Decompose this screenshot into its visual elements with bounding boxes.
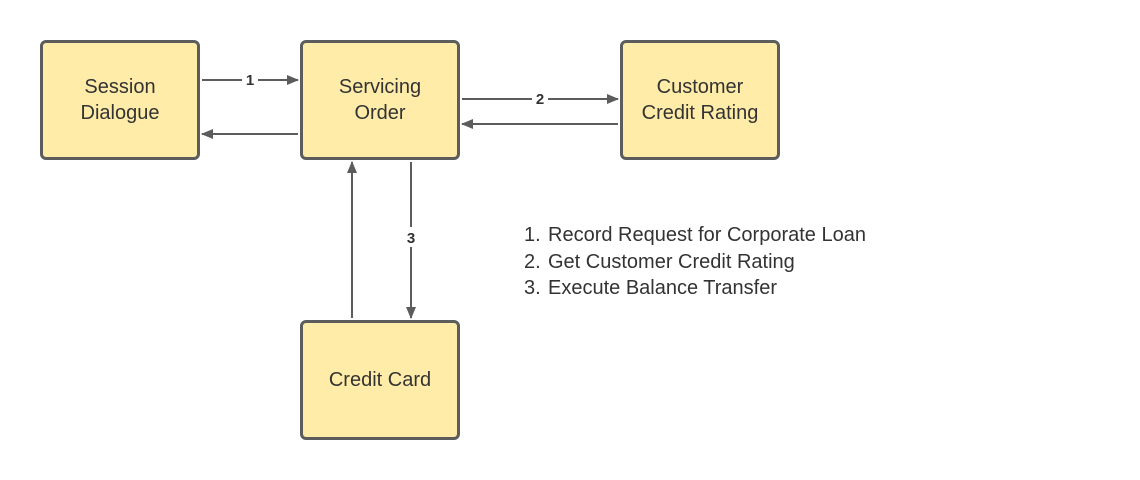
step-legend: 1. Record Request for Corporate Loan 2. Ge…	[524, 222, 866, 302]
legend-number: 3.	[524, 277, 541, 299]
node-label-line: Dialogue	[80, 102, 160, 124]
edge-label-1: 1	[246, 72, 254, 89]
node-label-line: Customer	[656, 76, 744, 98]
node-credit-card: Credit Card	[300, 320, 460, 440]
legend-text: Get Customer Credit Rating	[548, 250, 795, 273]
legend-number: 2.	[524, 250, 541, 273]
legend-item: 3. Execute Balance Transfer	[524, 275, 866, 302]
edge-label-3: 3	[407, 230, 415, 247]
node-label-line: Servicing	[338, 76, 422, 98]
node-session-dialogue: Session Dialogue	[40, 40, 200, 160]
node-label-line: Credit Card	[328, 369, 432, 391]
node-label-line: Session	[84, 76, 156, 98]
node-servicing-order: Servicing Order	[300, 40, 460, 160]
node-customer-credit-rating: Customer Credit Rating	[620, 40, 780, 160]
node-label-line: Order	[354, 102, 406, 124]
legend-item: 2. Get Customer Credit Rating	[524, 249, 866, 276]
legend-item: 1. Record Request for Corporate Loan	[524, 222, 866, 249]
node-label-line: Credit Rating	[641, 102, 759, 124]
legend-text: Record Request for Corporate Loan	[548, 224, 866, 246]
legend-text: Execute Balance Transfer	[548, 277, 778, 299]
edge-label-2: 2	[536, 91, 544, 108]
legend-number: 1.	[524, 224, 541, 246]
